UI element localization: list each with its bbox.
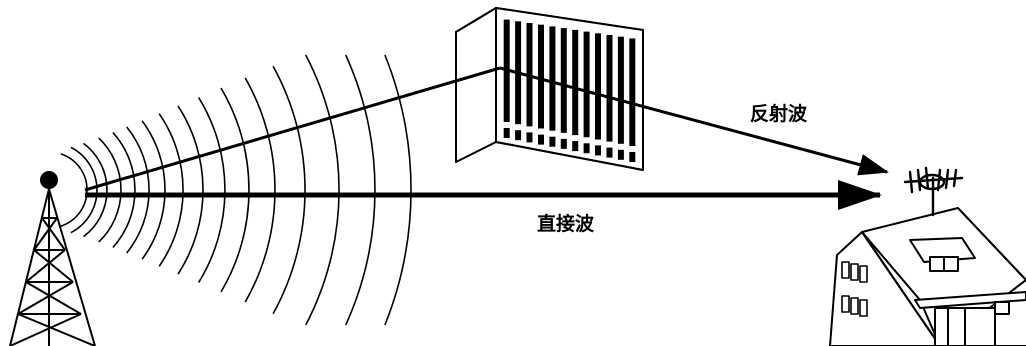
- reflected-wave-arrow: [499, 66, 889, 176]
- broadcast-tower-icon: [9, 171, 96, 346]
- building-window-base: [538, 134, 544, 145]
- wavefront-arc: [220, 87, 250, 293]
- building-window-base: [560, 138, 567, 149]
- building-window-column: [572, 29, 579, 136]
- wavefront-arcs: [60, 54, 412, 326]
- building-window-column: [560, 28, 567, 133]
- building-window-column: [538, 24, 544, 129]
- wavefront-arc: [60, 153, 88, 227]
- wavefront-arc: [158, 113, 184, 267]
- reflected-wave-incident: [84, 66, 501, 192]
- building-window-base: [572, 141, 579, 152]
- tv-antenna-icon: [903, 166, 964, 217]
- building-window-column: [629, 38, 636, 146]
- reflected-wave-label: 反射波: [750, 103, 808, 125]
- reflected-wave-path: [84, 66, 889, 192]
- wavefront-arc: [272, 65, 306, 315]
- wavefront-arc: [98, 137, 122, 243]
- direct-wave-label: 直接波: [537, 213, 595, 235]
- building-window-base: [549, 136, 556, 147]
- building-window-base: [526, 132, 533, 143]
- wavefront-arc: [344, 54, 376, 326]
- building-window-base: [515, 130, 522, 141]
- building-window-column: [583, 31, 590, 138]
- wavefront-arc: [141, 120, 166, 260]
- wavefront-arc: [384, 54, 412, 326]
- wavefront-arc: [244, 77, 276, 303]
- wavefront-arc: [197, 96, 226, 284]
- wavefront-arc: [126, 126, 150, 254]
- building-side-window: [476, 38, 481, 138]
- building-window-column: [617, 36, 624, 144]
- wavefront-arc: [112, 131, 136, 249]
- building-window-column: [549, 26, 556, 131]
- wavefront-arc: [83, 142, 108, 238]
- wavefront-arc: [304, 54, 340, 326]
- wavefront-arc: [177, 105, 204, 275]
- building-window-base: [606, 147, 613, 158]
- building-window-column: [595, 33, 601, 140]
- building-window-base: [503, 128, 510, 138]
- building-icon: [455, 7, 644, 171]
- building-window-base: [595, 145, 601, 156]
- building-side-window: [462, 44, 467, 144]
- building-window-base: [629, 152, 636, 162]
- house-icon: [829, 207, 1026, 346]
- building-window-column: [606, 35, 613, 142]
- building-window-base: [617, 149, 624, 160]
- building-window-base: [583, 143, 590, 154]
- wavefront-arc: [70, 146, 98, 234]
